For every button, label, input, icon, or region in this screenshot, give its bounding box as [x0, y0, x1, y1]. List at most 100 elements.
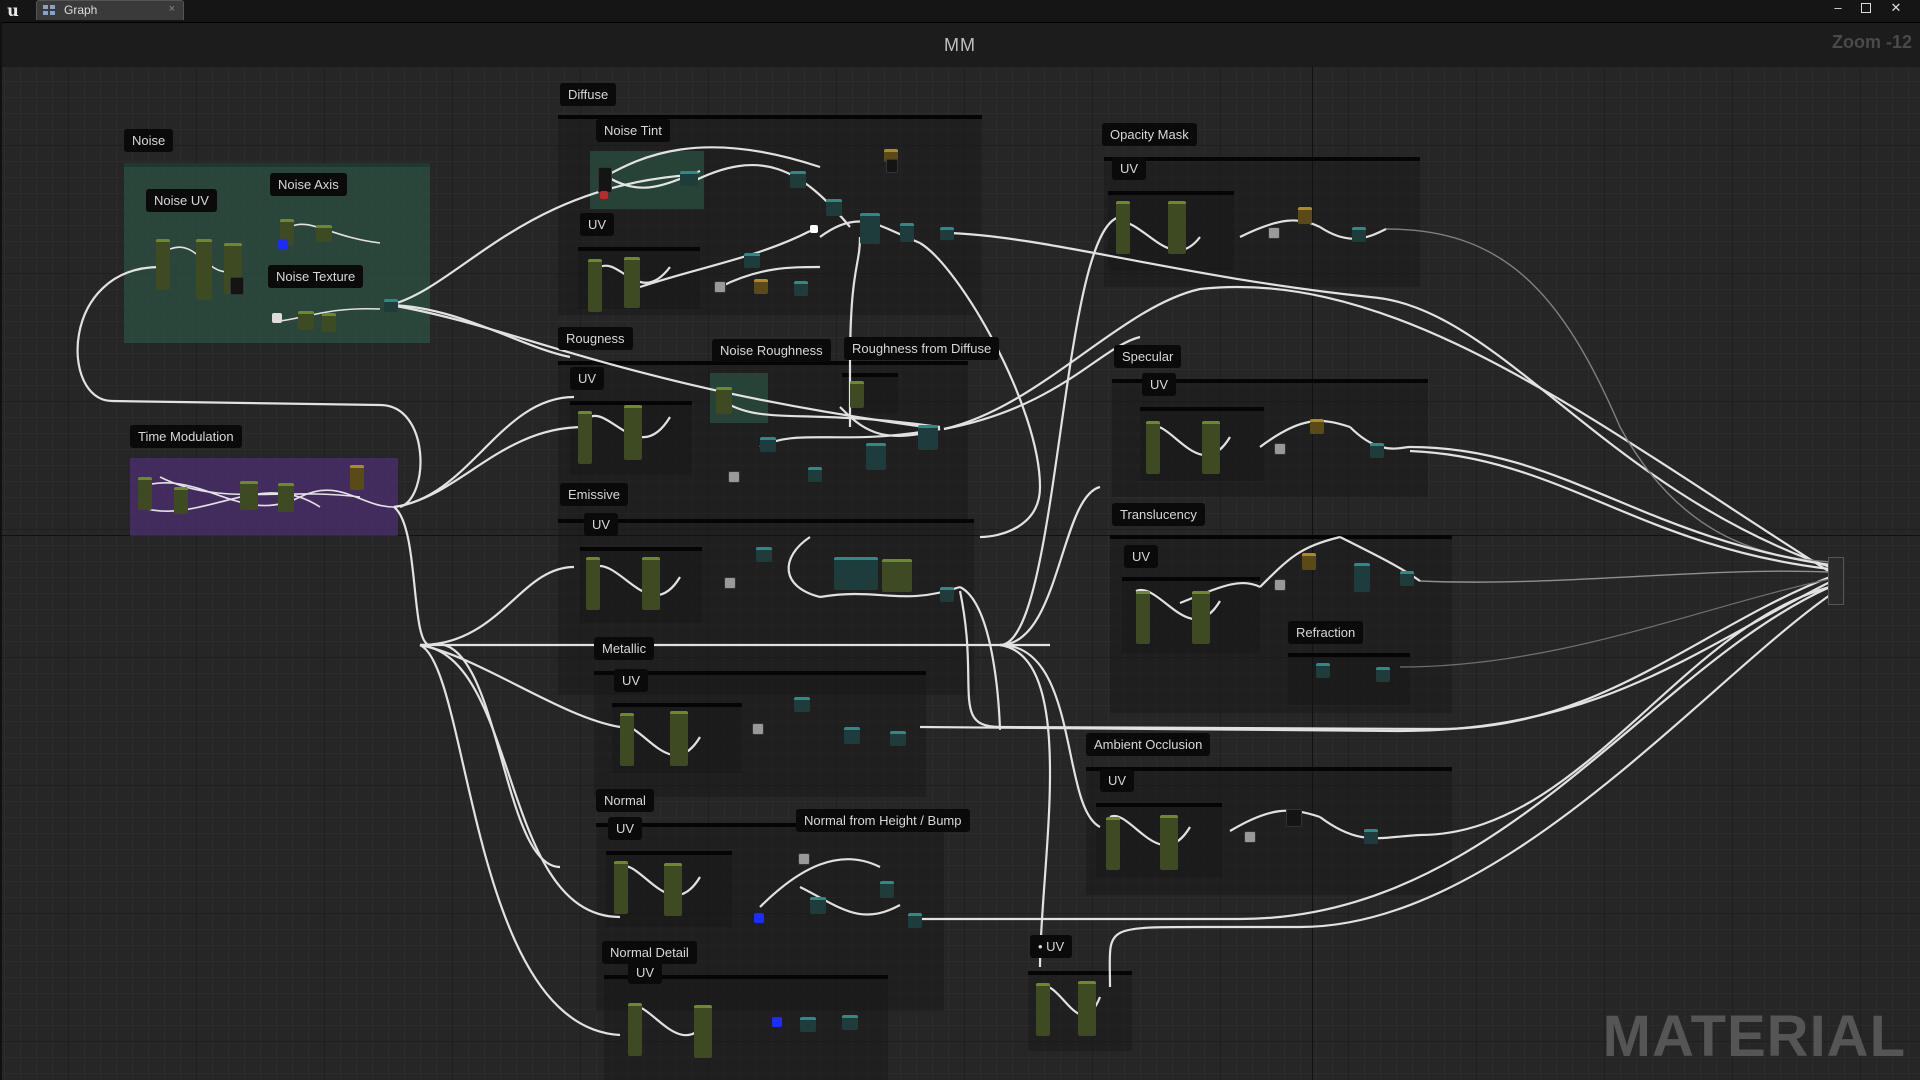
node[interactable]: [760, 437, 776, 452]
node[interactable]: [1244, 831, 1256, 843]
node[interactable]: [850, 381, 864, 408]
node[interactable]: [680, 171, 698, 186]
node[interactable]: [240, 481, 258, 510]
node[interactable]: [756, 547, 772, 562]
node[interactable]: [1376, 667, 1390, 682]
node[interactable]: [1400, 571, 1414, 586]
node[interactable]: [866, 443, 886, 470]
comment-box-ambient-occlusion[interactable]: [1086, 767, 1452, 895]
maximize-button[interactable]: [1856, 1, 1876, 15]
node[interactable]: [844, 727, 860, 744]
blue-swatch-node[interactable]: [772, 1017, 782, 1027]
comment-label-emissive[interactable]: Emissive: [560, 483, 629, 506]
node[interactable]: [940, 227, 954, 240]
node[interactable]: [278, 483, 294, 512]
node[interactable]: [1202, 421, 1220, 474]
comment-box-normal-detail[interactable]: [604, 975, 888, 1080]
node[interactable]: [196, 239, 212, 300]
node[interactable]: [624, 405, 642, 460]
comment-label-rougness-uv[interactable]: UV: [570, 367, 605, 390]
comment-label-standalone-uv[interactable]: • UV: [1030, 935, 1073, 958]
comment-label-normal-detail-uv[interactable]: UV: [628, 961, 663, 984]
node[interactable]: [1116, 201, 1130, 254]
node[interactable]: [1136, 591, 1150, 644]
comment-label-ao-uv[interactable]: UV: [1100, 769, 1135, 792]
node[interactable]: [1106, 817, 1120, 870]
node[interactable]: [664, 863, 682, 916]
node[interactable]: [174, 487, 188, 514]
comment-label-specular-uv[interactable]: UV: [1142, 373, 1177, 396]
node[interactable]: [790, 171, 806, 188]
comment-label-translucency-uv[interactable]: UV: [1124, 545, 1159, 568]
node[interactable]: [1352, 227, 1366, 242]
node[interactable]: [1364, 829, 1378, 844]
node[interactable]: [1370, 443, 1384, 458]
node[interactable]: [322, 313, 336, 332]
node[interactable]: [586, 557, 600, 610]
comment-label-translucency[interactable]: Translucency: [1112, 503, 1205, 526]
node[interactable]: [350, 465, 364, 490]
node[interactable]: [1302, 553, 1316, 570]
node[interactable]: [798, 853, 810, 865]
node[interactable]: [1354, 563, 1370, 592]
node[interactable]: [842, 1015, 858, 1030]
node[interactable]: [724, 577, 736, 589]
node[interactable]: [598, 167, 612, 193]
node[interactable]: [886, 159, 898, 173]
node[interactable]: [642, 557, 660, 610]
node[interactable]: [1316, 663, 1330, 678]
node[interactable]: [808, 467, 822, 482]
comment-label-ambient-occlusion[interactable]: Ambient Occlusion: [1086, 733, 1211, 756]
node[interactable]: [1036, 983, 1050, 1036]
node[interactable]: [1078, 981, 1096, 1036]
graph-canvas[interactable]: Noise Noise UV Noise Axis Noise Texture …: [0, 67, 1920, 1080]
comment-label-metallic-uv[interactable]: UV: [614, 669, 649, 692]
node[interactable]: [794, 281, 808, 296]
node[interactable]: [728, 471, 740, 483]
unreal-logo-icon[interactable]: u: [7, 1, 19, 20]
comment-label-time-modulation[interactable]: Time Modulation: [130, 425, 242, 448]
white-swatch-node[interactable]: [810, 225, 818, 233]
comment-label-rougness[interactable]: Rougness: [558, 327, 633, 350]
node[interactable]: [918, 425, 938, 450]
node[interactable]: [800, 1017, 816, 1032]
comment-label-noise-axis[interactable]: Noise Axis: [270, 173, 347, 196]
node[interactable]: [694, 1005, 712, 1058]
minimize-button[interactable]: –: [1834, 0, 1842, 15]
node[interactable]: [1192, 591, 1210, 644]
node[interactable]: [754, 279, 768, 294]
comment-label-normal-uv[interactable]: UV: [608, 817, 643, 840]
node[interactable]: [794, 697, 810, 712]
comment-label-normal[interactable]: Normal: [596, 789, 654, 812]
tab-close-icon[interactable]: ×: [168, 3, 175, 15]
node[interactable]: [880, 881, 894, 898]
comment-label-noise-uv[interactable]: Noise UV: [146, 189, 217, 212]
node[interactable]: [834, 557, 878, 590]
comment-label-opacity-uv[interactable]: UV: [1112, 157, 1147, 180]
node[interactable]: [884, 149, 898, 162]
node[interactable]: [744, 253, 760, 268]
node[interactable]: [1298, 207, 1312, 224]
comment-label-diffuse[interactable]: Diffuse: [560, 83, 617, 106]
node[interactable]: [900, 223, 914, 242]
node[interactable]: [860, 213, 880, 244]
node[interactable]: [298, 311, 314, 330]
comment-label-noise[interactable]: Noise: [124, 129, 174, 152]
node[interactable]: [882, 559, 912, 592]
comment-label-diffuse-uv[interactable]: UV: [580, 213, 615, 236]
red-swatch-node[interactable]: [600, 191, 608, 199]
node[interactable]: [620, 713, 634, 766]
node[interactable]: [908, 913, 922, 928]
blue-swatch-node[interactable]: [754, 913, 764, 923]
comment-label-emissive-uv[interactable]: UV: [584, 513, 619, 536]
tab-graph[interactable]: Graph ×: [36, 0, 184, 20]
comment-label-opacity-mask[interactable]: Opacity Mask: [1102, 123, 1197, 146]
node[interactable]: [614, 861, 628, 914]
node[interactable]: [716, 387, 732, 414]
node[interactable]: [1146, 421, 1160, 474]
comment-label-noise-texture[interactable]: Noise Texture: [268, 265, 364, 288]
node[interactable]: [1274, 579, 1286, 591]
node[interactable]: [316, 225, 332, 242]
comment-label-normal-detail[interactable]: Normal Detail: [602, 941, 697, 964]
comment-label-refraction[interactable]: Refraction: [1288, 621, 1364, 644]
